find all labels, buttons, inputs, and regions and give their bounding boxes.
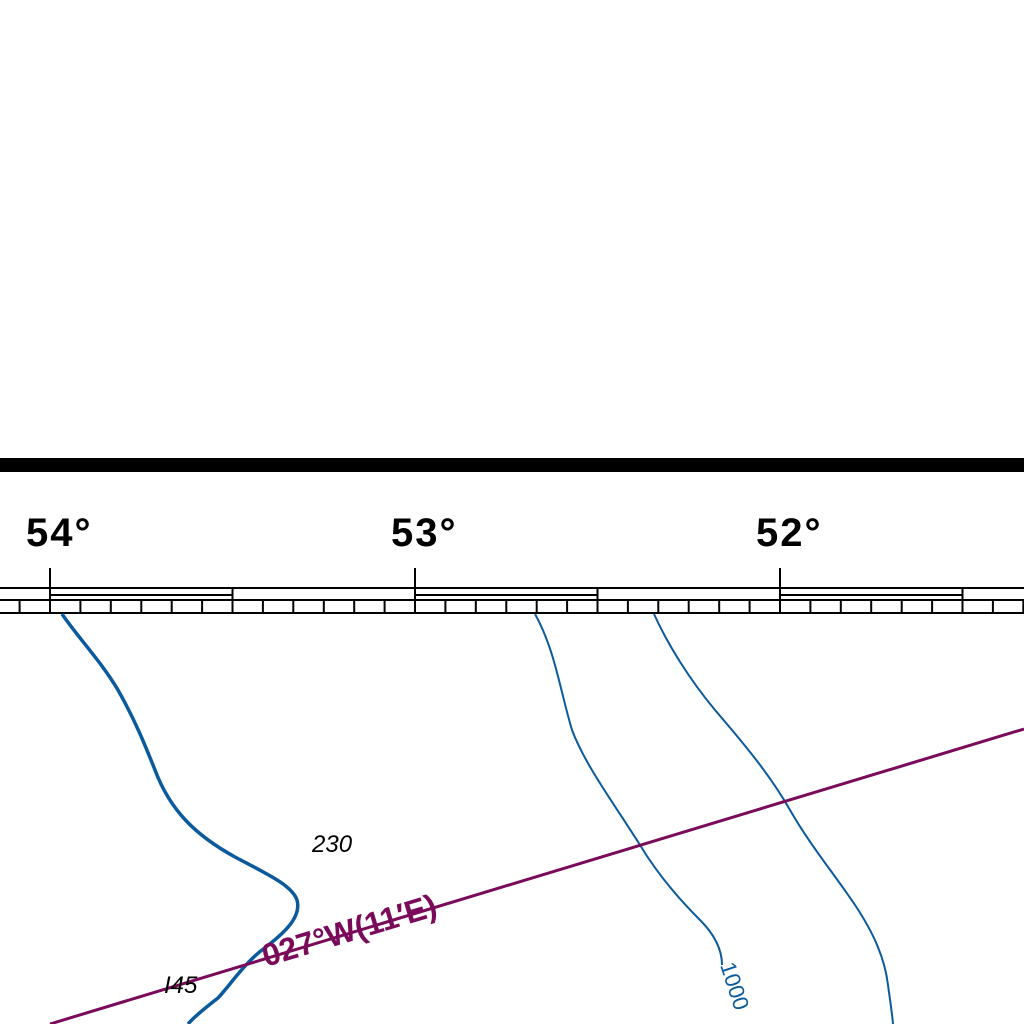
longitude-label-54: 54° — [26, 511, 93, 555]
sounding-230: 230 — [311, 831, 353, 858]
longitude-label-52: 52° — [756, 511, 823, 555]
isogonic-line — [49, 727, 1024, 1024]
contour-line-shallow — [60, 613, 300, 1024]
contour-line-deep — [653, 613, 894, 1024]
neatline — [0, 458, 1024, 472]
graduated-border-scale — [0, 568, 1024, 614]
longitude-label-53: 53° — [391, 511, 458, 555]
contour-label-1000: 1000 — [715, 959, 754, 1013]
sounding-145: I45 — [164, 972, 198, 999]
contour-line-1000 — [534, 613, 723, 966]
depth-contours: 1000 — [60, 613, 894, 1024]
isogonic-line-label: 027°W(11′E) — [258, 887, 441, 974]
